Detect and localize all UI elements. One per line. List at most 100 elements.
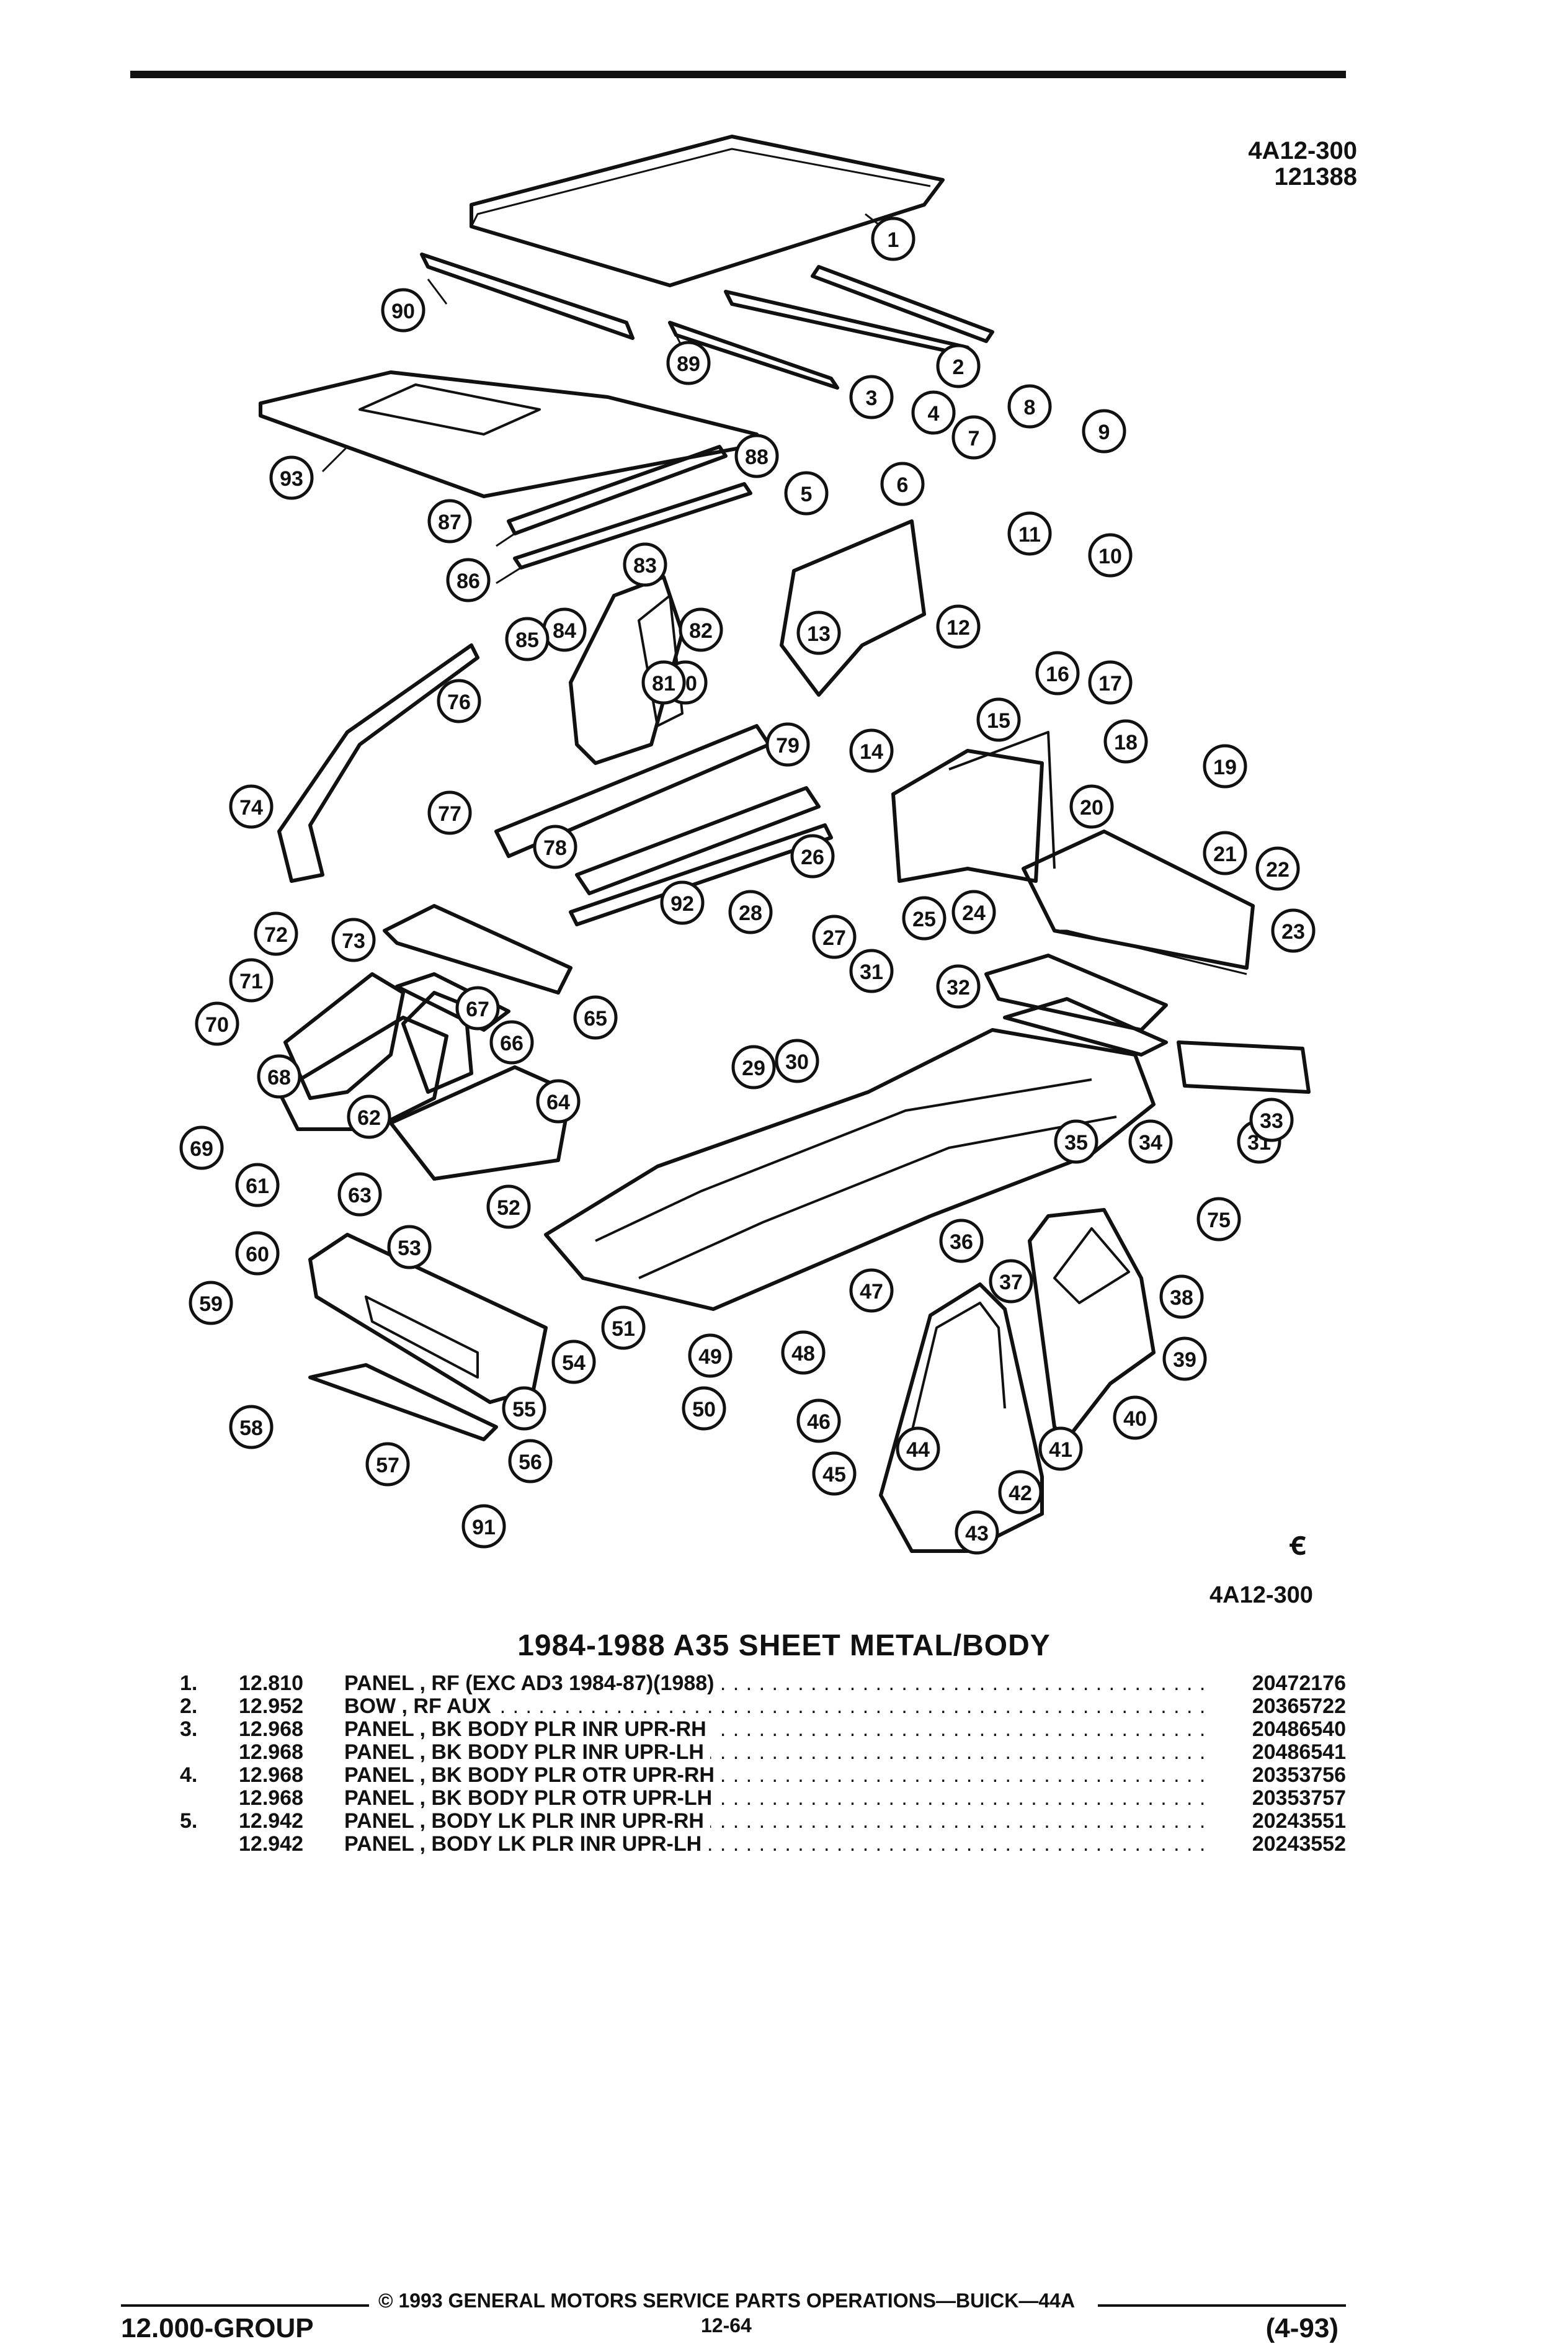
callout-label: 91	[472, 1516, 496, 1539]
callout-23: 23	[1271, 908, 1316, 953]
callout-25: 25	[902, 896, 947, 941]
callout-44: 44	[896, 1426, 940, 1471]
callout-label: 58	[239, 1416, 263, 1440]
callout-label: 31	[860, 960, 883, 984]
callout-label: 39	[1173, 1348, 1196, 1372]
group-number: 12.968	[239, 1786, 303, 1810]
callout-4: 4	[911, 390, 956, 435]
group-number: 12.942	[239, 1832, 303, 1856]
callout-label: 18	[1114, 731, 1138, 754]
rear-panel-shape	[1003, 997, 1168, 1057]
callout-22: 22	[1255, 846, 1300, 891]
callout-61: 61	[235, 1163, 280, 1207]
callout-label: 43	[965, 1522, 989, 1546]
publisher-mark: ꞓ	[1290, 1525, 1306, 1562]
callout-89: 89	[666, 341, 711, 385]
callout-54: 54	[551, 1340, 596, 1384]
part-number: 20353757	[1252, 1786, 1346, 1810]
item-number: 4.	[180, 1763, 198, 1787]
callout-93: 93	[269, 455, 314, 500]
callout-label: 16	[1046, 663, 1069, 686]
callout-label: 75	[1207, 1209, 1231, 1232]
part-description: BOW , RF AUX	[344, 1695, 1213, 1718]
callout-21: 21	[1203, 831, 1247, 875]
callout-label: 64	[546, 1091, 570, 1114]
part-number: 20365722	[1252, 1694, 1346, 1718]
callout-79: 79	[765, 722, 810, 767]
callout-45: 45	[812, 1451, 857, 1496]
part-description: PANEL , BK BODY PLR OTR UPR-LH	[344, 1787, 1213, 1810]
callout-label: 51	[612, 1317, 635, 1341]
callout-82: 82	[679, 607, 723, 652]
part-number: 20243552	[1252, 1832, 1346, 1856]
footer-rule-right	[1098, 2304, 1346, 2307]
callout-label: 68	[267, 1066, 291, 1089]
callout-85: 85	[505, 617, 550, 661]
part-description: PANEL , BK BODY PLR INR UPR-RH	[344, 1718, 1213, 1741]
roof-bow-shape	[668, 321, 839, 390]
part-description: PANEL , BODY LK PLR INR UPR-LH	[344, 1833, 1213, 1856]
callout-69: 69	[179, 1125, 224, 1170]
callout-55: 55	[502, 1386, 546, 1431]
callout-10: 10	[1088, 533, 1133, 578]
callout-5: 5	[784, 471, 829, 516]
callout-78: 78	[533, 825, 577, 869]
callout-label: 32	[947, 976, 970, 1000]
quarter-panel-shape	[780, 519, 926, 697]
callout-label: 42	[1009, 1482, 1032, 1505]
callout-91: 91	[461, 1504, 506, 1549]
callout-24: 24	[951, 890, 996, 934]
callout-label: 74	[239, 796, 263, 820]
callout-label: 22	[1266, 858, 1290, 882]
callout-label: 8	[1024, 396, 1036, 419]
group-number: 12.968	[239, 1763, 303, 1787]
callout-33: 33	[1249, 1098, 1294, 1142]
callout-label: 93	[280, 467, 303, 491]
callout-label: 30	[785, 1050, 809, 1074]
callout-label: 35	[1064, 1131, 1088, 1155]
callout-label: 46	[807, 1410, 831, 1434]
callout-56: 56	[508, 1439, 553, 1483]
callout-2: 2	[936, 344, 981, 388]
callout-label: 47	[860, 1280, 883, 1304]
callout-35: 35	[1054, 1119, 1098, 1164]
footer-rule-left	[121, 2304, 369, 2307]
callout-label: 26	[801, 846, 824, 869]
callout-label: 3	[866, 387, 878, 410]
callout-66: 66	[489, 1020, 534, 1065]
callout-74: 74	[229, 784, 274, 829]
callout-label: 86	[457, 570, 480, 593]
callout-label: 69	[190, 1137, 213, 1161]
callout-81: 81	[641, 660, 686, 705]
part-description: PANEL , BK BODY PLR INR UPR-LH	[344, 1741, 1213, 1764]
callout-label: 34	[1139, 1131, 1162, 1155]
callout-9: 9	[1082, 409, 1126, 454]
front-door-shape	[879, 1282, 1044, 1553]
rocker-shape	[569, 823, 833, 926]
parts-row: 12.968 PANEL , BK BODY PLR OTR UPR-LH 2035…	[180, 1787, 1346, 1810]
callout-84: 84	[542, 607, 587, 652]
callout-65: 65	[573, 995, 618, 1040]
roof-panel-shape	[470, 135, 945, 287]
callout-53: 53	[387, 1225, 432, 1269]
callout-label: 15	[987, 709, 1010, 733]
callout-86: 86	[446, 558, 491, 602]
callout-label: 92	[670, 892, 694, 916]
callout-57: 57	[365, 1442, 410, 1487]
callout-label: 53	[398, 1237, 421, 1260]
group-number: 12.968	[239, 1740, 303, 1764]
callout-label: 59	[199, 1292, 223, 1316]
callout-63: 63	[337, 1172, 382, 1217]
callout-19: 19	[1203, 744, 1247, 789]
callout-36: 36	[939, 1219, 984, 1263]
callout-label: 25	[912, 908, 936, 931]
callout-label: 71	[239, 970, 263, 993]
callout-label: 62	[357, 1106, 381, 1130]
rear-door-shape	[1028, 1208, 1156, 1441]
fender-apron-shape	[277, 1016, 448, 1131]
callout-label: 85	[515, 628, 539, 652]
callout-label: 41	[1049, 1438, 1072, 1462]
